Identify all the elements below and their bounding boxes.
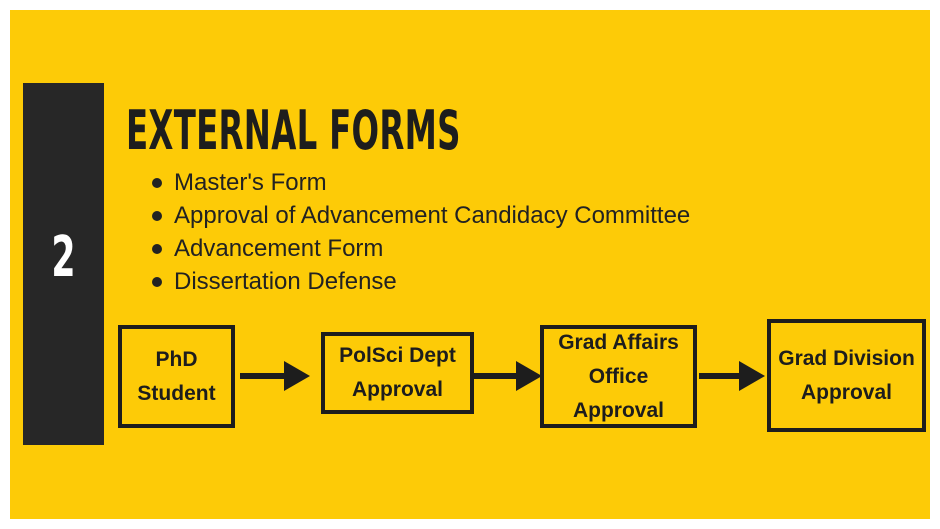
flow-step-polsci-dept: PolSci Dept Approval — [321, 332, 474, 414]
list-item: Master's Form — [150, 166, 690, 199]
flow-step-grad-affairs: Grad Affairs Office Approval — [540, 325, 697, 428]
arrow-right-icon — [474, 361, 542, 391]
step-number: 2 — [51, 225, 76, 290]
list-item: Approval of Advancement Candidacy Commit… — [150, 199, 690, 232]
bullet-icon — [152, 211, 162, 221]
flow-step-grad-division: Grad Division Approval — [767, 319, 926, 432]
flow-step-phd-student: PhD Student — [118, 325, 235, 428]
step-sidebar: 2 — [23, 83, 104, 445]
bullet-icon — [152, 178, 162, 188]
bullet-icon — [152, 244, 162, 254]
flow-step-label: Grad Affairs Office Approval — [558, 330, 679, 422]
list-item-label: Master's Form — [174, 169, 327, 196]
list-item-label: Dissertation Defense — [174, 268, 397, 295]
arrow-right-icon — [240, 361, 310, 391]
flow-step-label: Grad Division Approval — [778, 346, 915, 404]
list-item: Dissertation Defense — [150, 265, 690, 298]
flow-step-label: PhD Student — [137, 347, 216, 405]
arrow-right-icon — [699, 361, 765, 391]
list-item-label: Approval of Advancement Candidacy Commit… — [174, 202, 691, 229]
flow-step-label: PolSci Dept Approval — [339, 344, 456, 401]
list-item: Advancement Form — [150, 232, 690, 265]
slide: 2 EXTERNAL FORMS Master's Form Approval … — [10, 10, 930, 519]
forms-list: Master's Form Approval of Advancement Ca… — [150, 166, 690, 298]
bullet-icon — [152, 277, 162, 287]
section-heading: EXTERNAL FORMS — [126, 99, 461, 162]
list-item-label: Advancement Form — [174, 235, 384, 262]
